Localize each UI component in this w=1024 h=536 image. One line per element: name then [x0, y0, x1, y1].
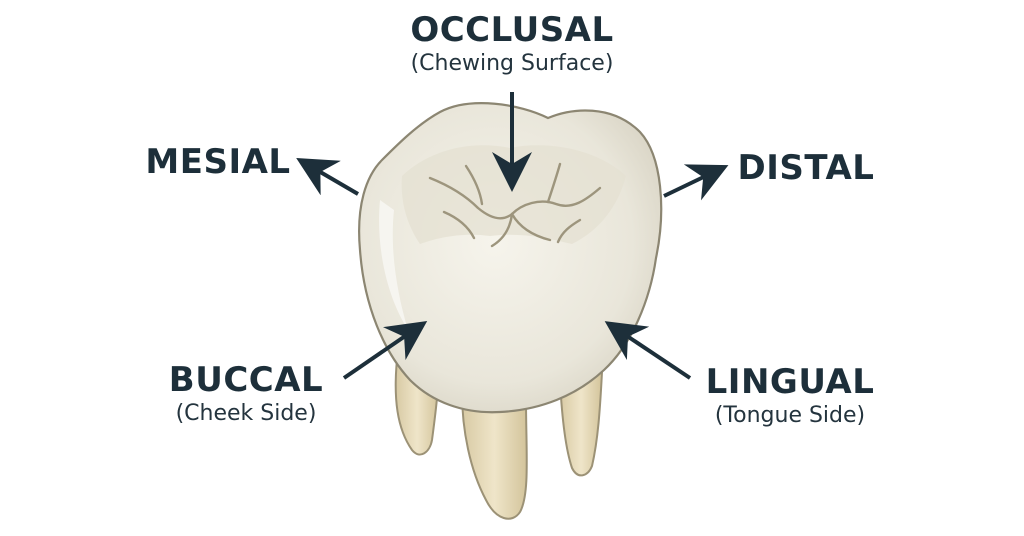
label-distal: DISTAL — [716, 148, 896, 188]
label-mesial: MESIAL — [128, 142, 308, 182]
occlusal-fissures — [428, 162, 602, 248]
label-lingual: LINGUAL (Tongue Side) — [680, 362, 900, 430]
root-middle — [460, 390, 528, 520]
label-buccal-description: (Cheek Side) — [175, 401, 317, 426]
arrow-distal — [663, 164, 729, 201]
label-lingual-title: LINGUAL — [705, 362, 875, 402]
root-right — [558, 370, 604, 477]
pointer-arrows — [296, 92, 729, 380]
arrow-mesial — [296, 157, 360, 196]
arrow-buccal — [342, 320, 428, 380]
label-mesial-title: MESIAL — [145, 142, 291, 182]
tooth-crown — [358, 102, 663, 414]
crown-highlight — [379, 200, 408, 330]
label-distal-title: DISTAL — [737, 148, 875, 188]
label-lingual-description: (Tongue Side) — [714, 403, 866, 428]
label-occlusal-title: OCCLUSAL — [410, 10, 614, 50]
label-occlusal: OCCLUSAL (Chewing Surface) — [362, 10, 662, 78]
label-buccal-title: BUCCAL — [168, 360, 324, 400]
label-buccal: BUCCAL (Cheek Side) — [146, 360, 346, 428]
label-occlusal-description: (Chewing Surface) — [410, 51, 614, 76]
arrow-lingual — [604, 321, 692, 380]
